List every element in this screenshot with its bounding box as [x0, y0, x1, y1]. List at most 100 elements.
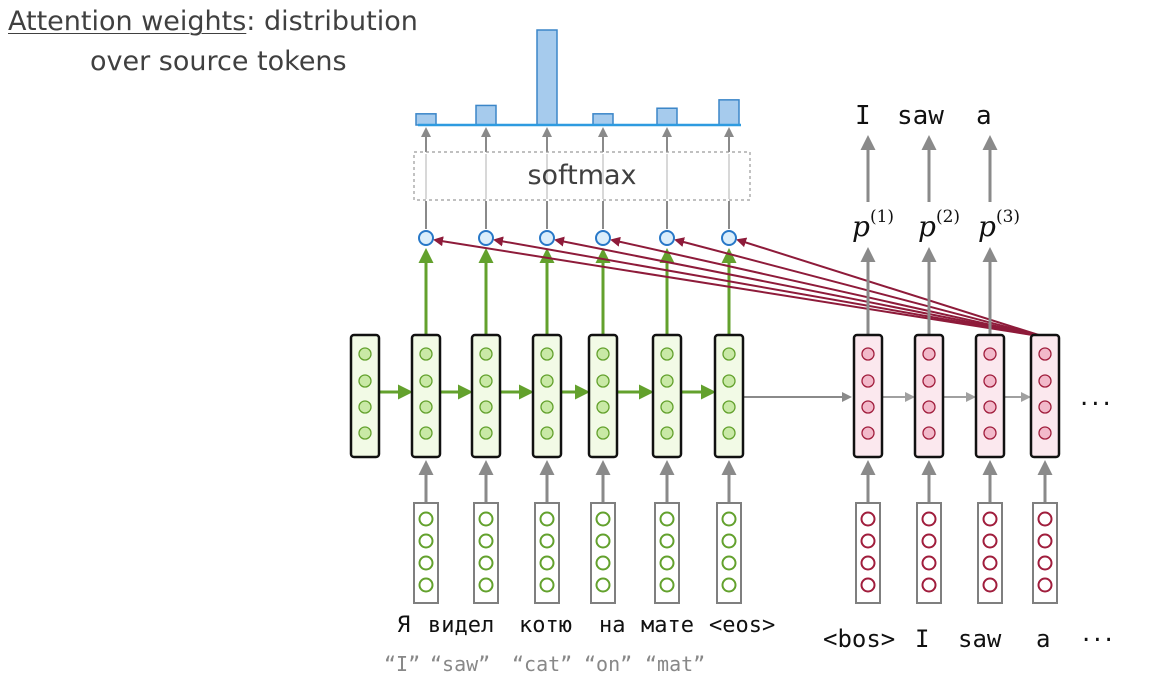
decoder-state-unit [1038, 426, 1052, 440]
decoder-state-unit [983, 426, 997, 440]
attention-score-line [554, 236, 1046, 338]
attention-score-node [418, 230, 434, 246]
attention-weight-bar [592, 113, 614, 126]
encoder-state-unit [596, 374, 610, 388]
attention-score-node [595, 230, 611, 246]
prob-superscript: (1) [869, 206, 895, 227]
source-embedding-unit [721, 511, 737, 527]
target-embedding-unit [1037, 511, 1053, 527]
source-embedding-unit [659, 577, 675, 593]
encoder-state-unit [479, 426, 493, 440]
attention-score-node [539, 230, 555, 246]
attention-score-node [659, 230, 675, 246]
target-embedding-unit [982, 533, 998, 549]
encoder-state-unit [358, 400, 372, 414]
source-embedding-unit [539, 511, 555, 527]
source-gloss: “I” [384, 652, 421, 676]
source-embedding-unit [721, 555, 737, 571]
target-embedding-unit [1037, 533, 1053, 549]
source-embedding-unit [595, 533, 611, 549]
decoder-state-unit [922, 400, 936, 414]
attention-score-line [493, 236, 1046, 338]
encoder-state [531, 333, 563, 459]
decoder-state [852, 333, 884, 459]
decoder-state-unit [983, 347, 997, 361]
encoder-state-unit [722, 400, 736, 414]
encoder-state [349, 333, 381, 459]
source-gloss: “mat” [645, 652, 706, 676]
attention-score-node [478, 230, 494, 246]
attention-weight-bar [536, 29, 558, 126]
target-output-token: a [976, 101, 992, 131]
softmax-label: softmax [527, 160, 637, 191]
prob-symbol: p [918, 210, 936, 243]
connections-layer [379, 127, 1053, 505]
encoder-state-unit [479, 347, 493, 361]
target-embedding-unit [982, 555, 998, 571]
attention-score-line [736, 237, 1046, 338]
encoder-state-unit [358, 374, 372, 388]
decoder-state-unit [922, 426, 936, 440]
source-embedding [654, 502, 680, 604]
source-embedding-unit [659, 555, 675, 571]
decoder-state-unit [983, 374, 997, 388]
target-embedding-unit [860, 577, 876, 593]
diagram-subtitle: over source tokens [90, 46, 347, 77]
attention-score-line [674, 237, 1046, 338]
target-embedding-unit [921, 577, 937, 593]
decoder-state-unit [1038, 400, 1052, 414]
target-input-ellipsis: ... [1082, 618, 1116, 648]
encoder-state-unit [660, 426, 674, 440]
attention-score-line [610, 236, 1046, 338]
softmax-box [413, 151, 751, 201]
source-embedding-unit [478, 533, 494, 549]
attention-weight-bar [475, 104, 497, 126]
prob-symbol: p [978, 210, 996, 243]
decoder-state-unit [922, 347, 936, 361]
source-token: на [599, 613, 626, 638]
source-embedding-unit [721, 577, 737, 593]
source-embedding-unit [539, 533, 555, 549]
decoder-state-unit [922, 374, 936, 388]
decoder-state [974, 333, 1006, 459]
decoder-state-unit [1038, 347, 1052, 361]
source-embedding-unit [418, 533, 434, 549]
decoder-state [913, 333, 945, 459]
target-embedding-unit [982, 511, 998, 527]
attention-score-line [433, 236, 1046, 338]
encoder-state-unit [419, 426, 433, 440]
decoder-state-unit [861, 400, 875, 414]
probability-label-1: p(1) [852, 206, 895, 243]
decoder-state-unit [1038, 374, 1052, 388]
encoder-state-unit [540, 426, 554, 440]
source-gloss: “cat” [512, 652, 573, 676]
attention-weight-bar [718, 99, 740, 126]
encoder-state-unit [660, 374, 674, 388]
source-token: Я [397, 613, 411, 638]
source-embedding-unit [478, 511, 494, 527]
target-embedding-unit [1037, 577, 1053, 593]
source-embedding-unit [595, 511, 611, 527]
encoder-state-unit [722, 347, 736, 361]
diagram-title: Attention weights: distribution [8, 6, 418, 37]
target-embedding-unit [921, 555, 937, 571]
source-token: мате [641, 613, 694, 638]
encoder-state-unit [596, 426, 610, 440]
attention-weight-bar [415, 113, 437, 126]
encoder-state-unit [596, 400, 610, 414]
encoder-state [713, 333, 745, 459]
encoder-state-unit [479, 374, 493, 388]
title-underlined-text: Attention weights [8, 6, 247, 37]
target-embedding-unit [921, 511, 937, 527]
target-embedding-unit [860, 555, 876, 571]
target-input-token: <bos> [823, 625, 896, 653]
encoder-state-unit [358, 426, 372, 440]
target-embedding-unit [1037, 555, 1053, 571]
attention-weight-bar [656, 107, 678, 126]
encoder-state-unit [660, 347, 674, 361]
source-embedding-unit [659, 533, 675, 549]
encoder-state [587, 333, 619, 459]
encoder-state-unit [540, 347, 554, 361]
